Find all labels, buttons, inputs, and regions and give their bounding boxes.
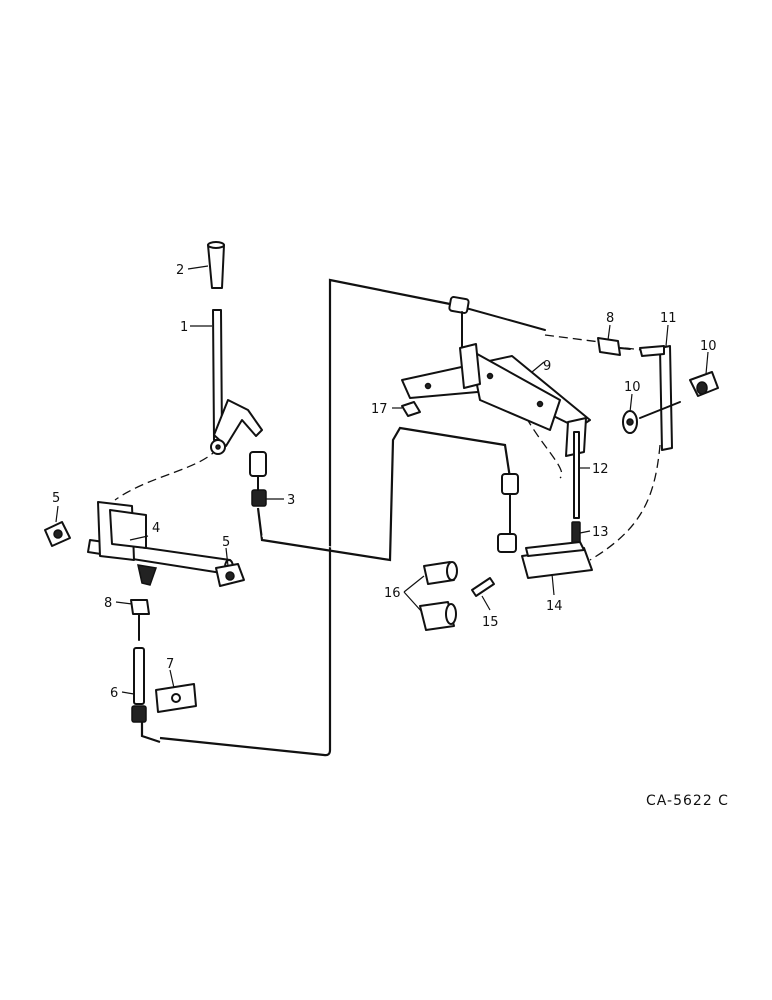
callout-8-left: 8	[104, 596, 112, 611]
mounting-bracket	[401, 343, 591, 457]
callout-5-left: 5	[52, 491, 60, 506]
callout-1: 1	[180, 320, 188, 335]
clevis-pin	[471, 577, 495, 597]
bushing-left-bottom	[215, 563, 245, 587]
coupler-lower	[419, 601, 457, 631]
cross-shaft-bracket	[87, 501, 234, 586]
callout-7: 7	[166, 657, 174, 672]
cable-end-fitting-mid	[497, 473, 519, 553]
control-cable-tube	[140, 278, 512, 757]
callout-labels: 2 1 3 4 5 5 8 6 7 9 17 8 11 10 10 12 13 …	[52, 263, 717, 701]
cable-end-fitting-lower	[131, 647, 147, 723]
shift-lever	[210, 309, 263, 455]
callout-8-right: 8	[606, 311, 614, 326]
callout-5-right: 5	[222, 535, 230, 550]
bushing-right-b	[689, 371, 719, 397]
lock-plate	[155, 683, 197, 713]
adjust-nut-right	[597, 337, 631, 356]
bushing-left-top	[44, 521, 71, 547]
callout-16: 16	[384, 586, 401, 601]
yoke-bracket	[521, 541, 593, 579]
callout-10-left: 10	[624, 380, 641, 395]
lever-arm	[639, 345, 673, 451]
callout-4: 4	[152, 521, 160, 536]
callout-10-right: 10	[700, 339, 717, 354]
callout-17: 17	[371, 402, 388, 417]
shift-knob	[207, 241, 225, 289]
callout-6: 6	[110, 686, 118, 701]
callout-15: 15	[482, 615, 499, 630]
cable-end-fitting-left	[249, 451, 267, 507]
clip	[401, 401, 421, 417]
coupler-upper	[423, 561, 458, 585]
callout-3: 3	[287, 493, 295, 508]
callout-2: 2	[176, 263, 184, 278]
callout-13: 13	[592, 525, 609, 540]
callout-12: 12	[592, 462, 609, 477]
callout-14: 14	[546, 599, 563, 614]
connecting-rod	[573, 431, 580, 519]
adjust-nut-left	[130, 599, 150, 641]
callout-9: 9	[543, 359, 551, 374]
callout-11: 11	[660, 311, 677, 326]
drawing-code: CA-5622 C	[646, 793, 729, 809]
leader-lines	[55, 265, 709, 695]
